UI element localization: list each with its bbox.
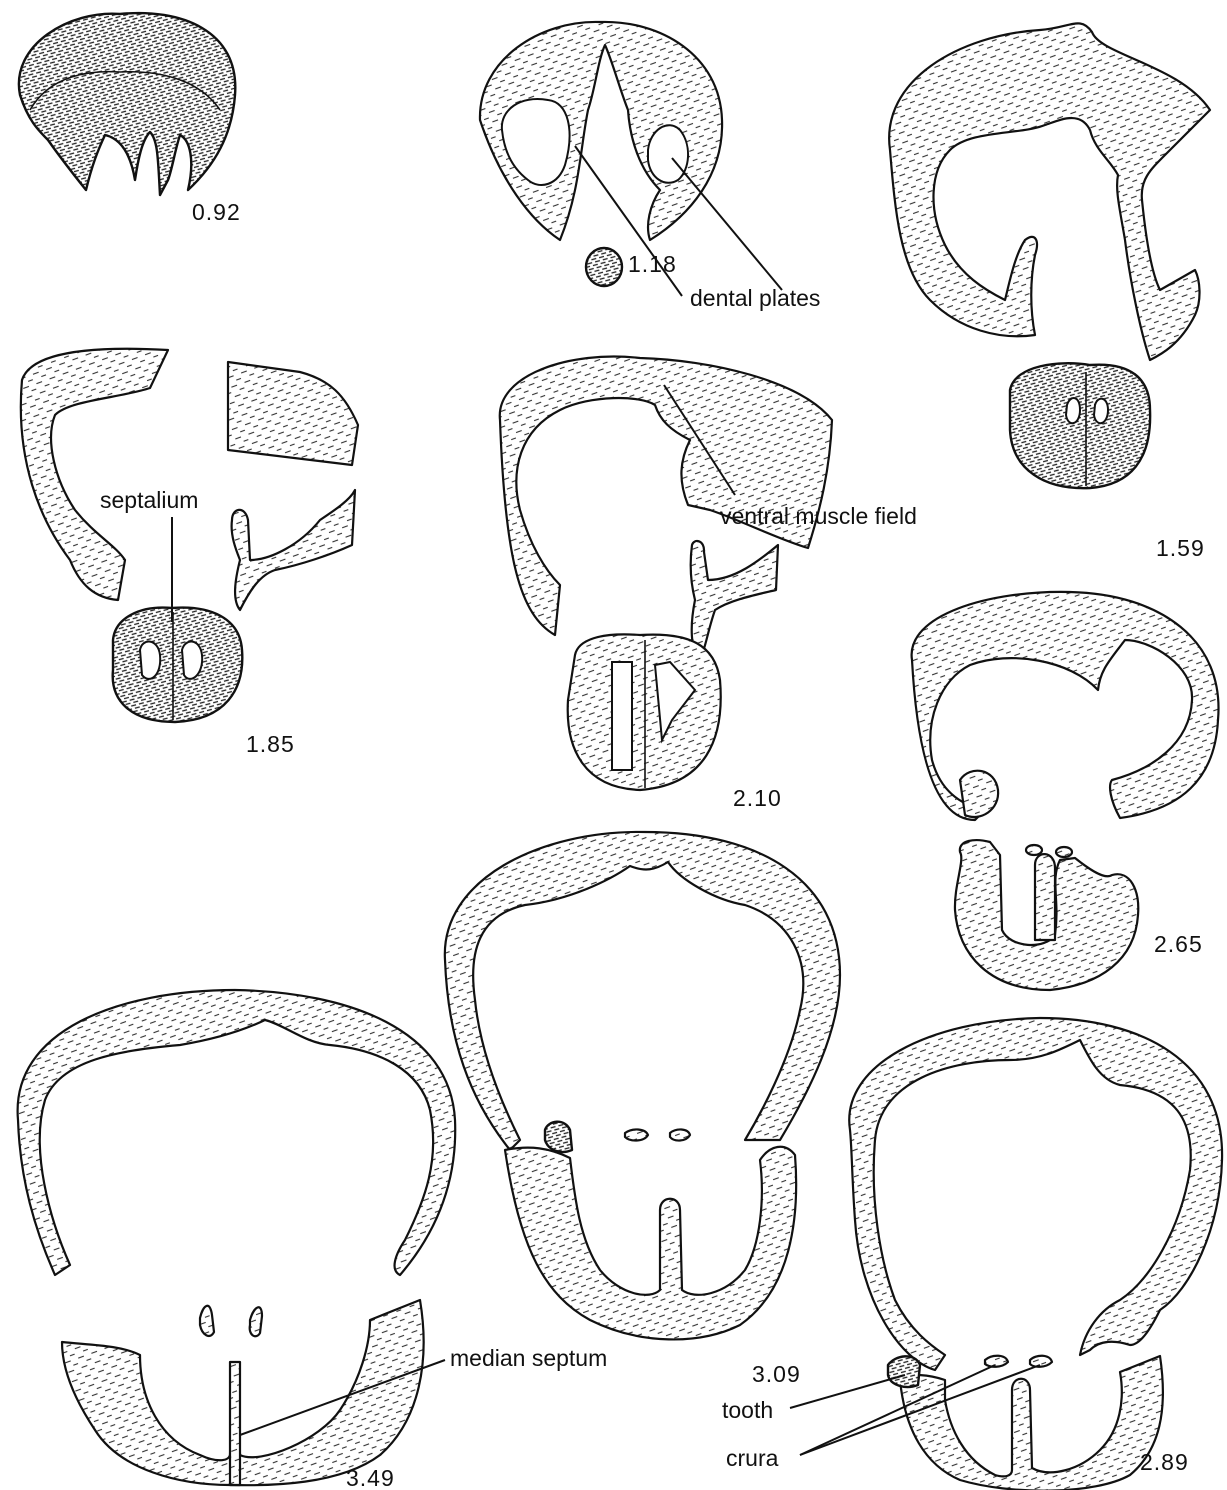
section-2-10: ventral muscle field 2.10 [500,357,917,811]
section-0-92-number: 0.92 [192,199,241,225]
median-septum-label: median septum [450,1345,607,1371]
crura-label: crura [726,1445,779,1471]
section-2-65-number: 2.65 [1154,931,1203,957]
section-3-49-septum [230,1362,240,1485]
ventral-muscle-field-label: ventral muscle field [720,503,917,529]
section-1-85-right-arm [232,490,355,610]
dental-plates-leader-right [672,158,782,290]
section-1-85-left-valve [21,349,168,600]
section-3-49-crus-right [250,1307,262,1336]
section-3-49-number: 3.49 [346,1465,395,1490]
section-2-89-tooth [888,1356,920,1387]
section-2-65-septum [1035,854,1055,940]
section-3-49: median septum 3.49 [18,990,608,1490]
section-1-85: septalium 1.85 [21,349,358,757]
section-2-10-shell [500,357,832,635]
section-1-59: 1.59 [889,23,1210,561]
section-1-85-cavity-right [182,642,202,679]
section-2-89-number: 2.89 [1140,1449,1189,1475]
section-1-18-right-cavity [648,125,688,183]
section-3-09-crus-left [625,1129,648,1140]
section-1-85-number: 1.85 [246,731,295,757]
section-2-10-cavity-left [612,662,632,770]
section-1-85-pedicle [113,608,243,722]
section-3-49-shell [18,990,456,1275]
section-3-49-ventral-valve [62,1300,424,1485]
section-1-85-right-valve [228,362,358,465]
section-1-18-pedicle-fragment [586,248,622,286]
section-3-09-tooth [545,1122,572,1152]
section-3-09-crus-right [670,1129,690,1140]
section-2-65-crus-left [1026,845,1042,855]
section-1-18: 1.18 [480,22,722,286]
section-3-09: 3.09 [445,832,840,1387]
section-2-65-cardinal-bulge [960,771,998,817]
section-1-59-number: 1.59 [1156,535,1205,561]
section-3-09-shell [445,832,840,1150]
section-3-09-number: 3.09 [752,1361,801,1387]
section-2-89-crus-right [1030,1356,1052,1367]
section-0-92: 0.92 [19,13,241,225]
septalium-label: septalium [100,487,198,513]
section-1-59-septalium-right [1094,399,1108,424]
dental-plates-label: dental plates [690,285,820,311]
section-1-59-shell [889,23,1210,360]
section-2-65-crus-right [1056,847,1072,857]
section-2-89-crus-left [985,1356,1008,1367]
section-2-89-shell [849,1018,1222,1370]
section-2-89-ventral-valve [900,1356,1163,1490]
section-2-10-number: 2.10 [733,785,782,811]
tooth-leader [790,1375,905,1408]
section-2-65-shell [912,592,1219,820]
section-1-85-cavity-left [140,642,160,679]
section-0-92-shell [19,13,235,195]
section-3-09-ventral-valve [505,1147,796,1340]
section-3-49-crus-left [200,1306,214,1336]
section-1-59-septalium-left [1066,398,1080,423]
section-1-59-pedicle [1010,363,1150,488]
section-2-10-right-arm [691,541,778,660]
tooth-label: tooth [722,1397,773,1423]
section-2-65: 2.65 [912,592,1219,990]
